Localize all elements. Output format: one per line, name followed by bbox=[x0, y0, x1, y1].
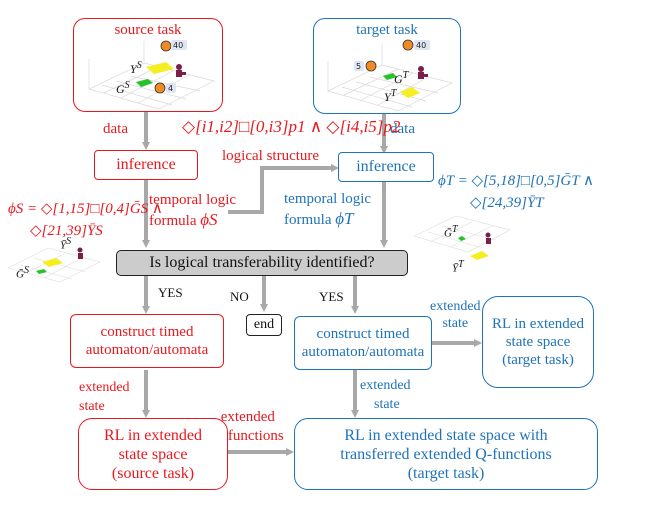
target-y-label: YT bbox=[384, 88, 397, 104]
timer-icon-bottom bbox=[154, 82, 166, 94]
rl-source-box: RL in extended state space (source task) bbox=[78, 418, 228, 490]
svg-text:4: 4 bbox=[168, 84, 173, 93]
source-task-scene: 40 4 bbox=[88, 40, 215, 110]
data-label-right: data bbox=[390, 121, 415, 137]
extended-state-mid-label: extended state bbox=[360, 378, 411, 412]
mini-left-y-label: ȲS bbox=[60, 236, 72, 252]
robot-icon bbox=[77, 247, 83, 259]
yes-left-label: YES bbox=[158, 285, 183, 300]
target-task-scene: 40 5 bbox=[327, 39, 453, 112]
transferability-question: Is logical transferability identified? bbox=[116, 250, 408, 276]
timer-icon-left bbox=[365, 60, 377, 72]
timer-icon-top bbox=[402, 39, 414, 51]
source-y-label: YS bbox=[130, 60, 142, 76]
data-label-left: data bbox=[103, 121, 128, 137]
no-label: NO bbox=[230, 289, 249, 304]
source-task-box: source task 40 4 YS GS bbox=[73, 18, 223, 112]
arrow-logical-structure bbox=[228, 164, 339, 214]
target-task-title: target task bbox=[356, 22, 418, 38]
construct-automaton-source: construct timed automaton/automata bbox=[70, 314, 224, 368]
mini-right-y-label: ȲT bbox=[452, 259, 464, 275]
mini-right-g-label: ḠT bbox=[444, 224, 458, 240]
rl-target-box: RL in extended state space (target task) bbox=[482, 296, 594, 388]
end-box: end bbox=[246, 314, 282, 336]
structure-formula: ◇[i1,i2]□[0,i3]p1 ∧ ◇[i4,i5]p2 bbox=[182, 117, 401, 136]
green-region bbox=[383, 73, 397, 80]
inference-right-box: inference bbox=[338, 152, 434, 182]
yellow-region bbox=[400, 87, 420, 98]
robot-icon bbox=[485, 232, 491, 244]
yellow-region bbox=[146, 62, 174, 74]
target-g-label: GT bbox=[394, 70, 409, 86]
temporal-logic-left: temporal logic formula ϕS bbox=[149, 192, 237, 229]
extended-state-left-label: extended state bbox=[79, 380, 130, 414]
construct-automaton-target: construct timed automaton/automata bbox=[294, 316, 432, 370]
robot-icon bbox=[176, 64, 186, 77]
source-g-label: GS bbox=[116, 80, 130, 96]
extended-q-functions-label: extended Q-functions bbox=[212, 409, 284, 444]
rl-transfer-box: RL in extended state space with transfer… bbox=[294, 418, 598, 490]
mini-left-g-label: ḠS bbox=[16, 265, 29, 281]
phi-s-formula: ϕS = ◇[1,15]□[0,4]ḠS ∧ ◇[21,39]ȲS bbox=[8, 201, 163, 239]
source-task-title: source task bbox=[114, 22, 182, 38]
svg-text:40: 40 bbox=[173, 41, 183, 50]
robot-icon bbox=[418, 66, 428, 79]
green-region bbox=[136, 79, 153, 87]
target-task-box: target task 40 5 GT YT bbox=[313, 18, 461, 114]
yes-right-label: YES bbox=[319, 289, 344, 304]
temporal-logic-right: temporal logic formula ϕT bbox=[284, 191, 372, 228]
logical-structure-label: logical structure bbox=[222, 148, 320, 164]
phi-t-formula: ϕT = ◇[5,18]□[0,5]ḠT ∧ ◇[24,39]ȲT bbox=[438, 173, 595, 211]
extended-state-right-label: extended state bbox=[430, 299, 481, 331]
inference-left-box: inference bbox=[94, 150, 198, 180]
svg-text:40: 40 bbox=[416, 41, 426, 50]
svg-text:5: 5 bbox=[356, 62, 361, 71]
